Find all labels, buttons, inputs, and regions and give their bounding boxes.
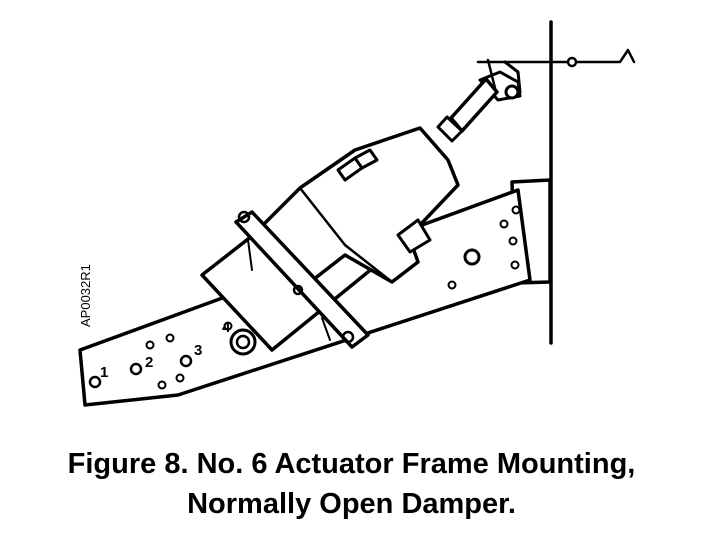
linkage-pivot bbox=[566, 56, 578, 68]
stud bbox=[247, 239, 253, 271]
actuator-edge bbox=[298, 186, 394, 284]
clamp-bolt bbox=[341, 330, 355, 344]
hole-label-4: 4 bbox=[222, 319, 231, 336]
hole-4-fastener bbox=[229, 328, 257, 356]
hole-small bbox=[511, 205, 521, 215]
hole-small bbox=[157, 380, 167, 390]
hole-small bbox=[499, 219, 509, 229]
figure-caption-line2: Normally Open Damper. bbox=[187, 488, 516, 520]
hole-small bbox=[165, 333, 175, 343]
push-rod bbox=[449, 77, 499, 133]
hole-label-3: 3 bbox=[194, 342, 202, 359]
hole-label-2: 2 bbox=[145, 354, 153, 371]
linkage-line bbox=[476, 48, 636, 64]
rod-collar bbox=[436, 115, 464, 143]
hole-2 bbox=[129, 362, 143, 376]
tab bbox=[396, 218, 432, 254]
figure-code: AP0032R1 bbox=[78, 264, 93, 327]
hole-small bbox=[508, 236, 518, 246]
clamp-plate bbox=[234, 210, 370, 349]
hole-small bbox=[223, 321, 233, 331]
clamp-bolt bbox=[237, 210, 251, 224]
hole-1 bbox=[88, 375, 102, 389]
stud bbox=[321, 317, 331, 341]
hole-small bbox=[510, 260, 520, 270]
hole-label-1: 1 bbox=[100, 364, 108, 381]
hole-small bbox=[175, 373, 185, 383]
clevis-pin bbox=[504, 84, 520, 100]
figure-caption-line1: Figure 8. No. 6 Actuator Frame Mounting, bbox=[67, 448, 636, 480]
hole-3 bbox=[179, 354, 193, 368]
hole-4-center bbox=[235, 334, 251, 350]
hole-large bbox=[463, 248, 481, 266]
clamp-bolt bbox=[292, 284, 304, 296]
tab bbox=[353, 148, 379, 170]
hole-small bbox=[447, 280, 457, 290]
actuator-mounting-drawing: 1 2 3 4 AP0032R1 bbox=[78, 20, 636, 407]
hole-small bbox=[145, 340, 155, 350]
